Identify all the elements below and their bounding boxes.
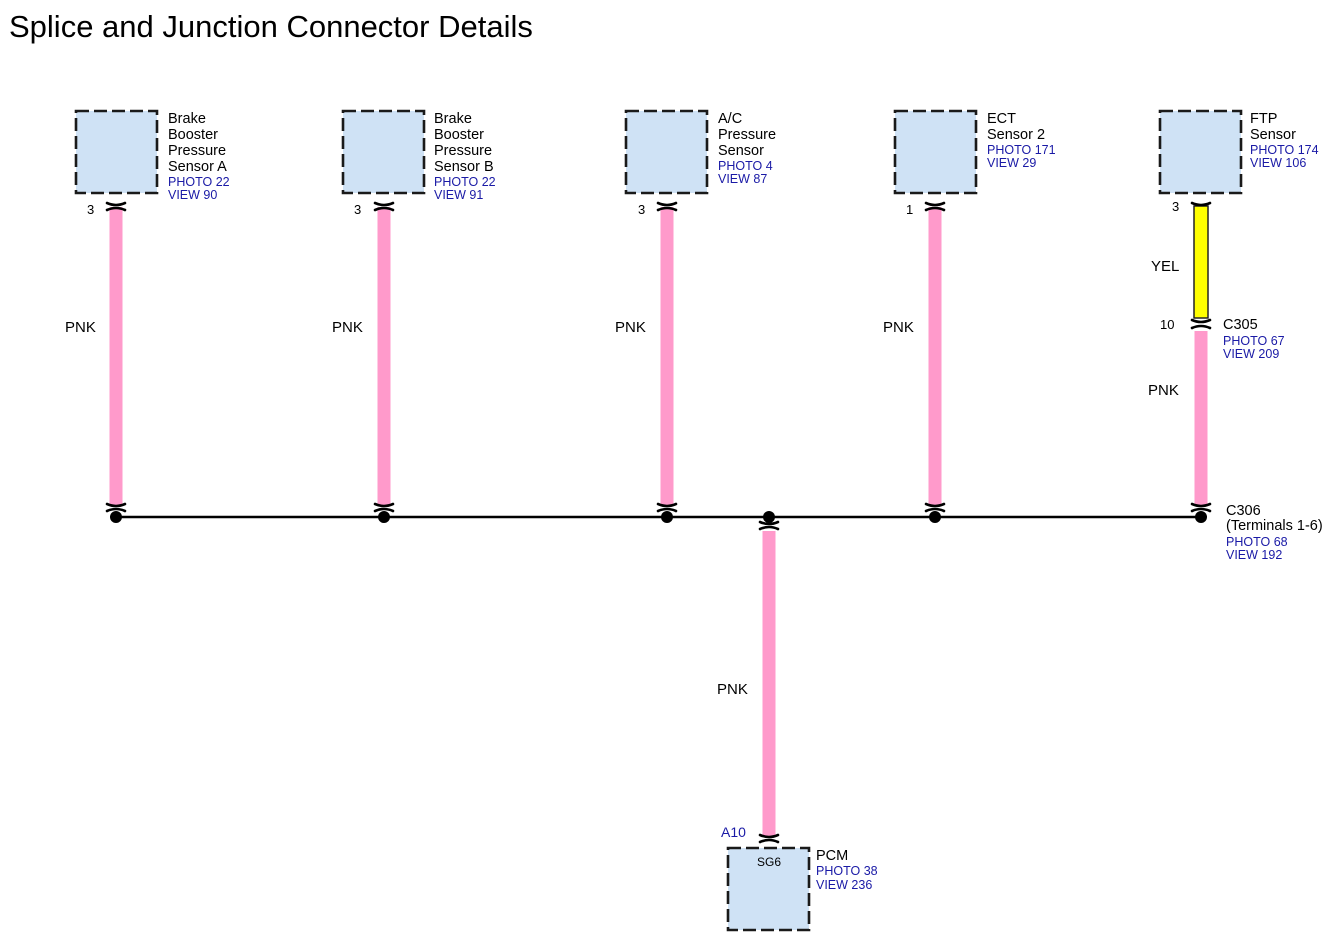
wire-color-label: PNK [332, 319, 363, 336]
terminal-cap [656, 502, 678, 508]
splice-dot [378, 511, 390, 523]
photo-link[interactable]: PHOTO 22 [434, 175, 496, 189]
component-name-line: A/C [718, 111, 742, 127]
splice-dot [1195, 511, 1207, 523]
terminal-cap [758, 838, 780, 844]
component-name: PCM [816, 848, 848, 864]
connector-box [1158, 109, 1243, 195]
connector-c305[interactable]: 10 C305 PHOTO 67 VIEW 209 [1160, 317, 1285, 361]
photo-link[interactable]: PHOTO 67 [1223, 334, 1285, 348]
pin-number: A10 [721, 824, 746, 840]
connector-terminals: (Terminals 1-6) [1226, 518, 1323, 534]
terminal-cap [373, 507, 395, 513]
terminal-cap [758, 833, 780, 839]
component-name-line: Sensor B [434, 159, 494, 175]
connector-name: C306 [1226, 503, 1261, 519]
terminal-cap [373, 502, 395, 508]
terminal-cap [105, 507, 127, 513]
terminal-id: SG6 [757, 855, 781, 869]
terminal-cap [105, 206, 127, 212]
terminal-cap [1190, 318, 1212, 324]
terminal-cap [1190, 502, 1212, 508]
view-link[interactable]: VIEW 91 [434, 188, 483, 202]
photo-link[interactable]: PHOTO 174 [1250, 143, 1319, 157]
connector-box [893, 109, 978, 195]
view-link[interactable]: VIEW 192 [1226, 548, 1282, 562]
wire-color-label: PNK [717, 681, 748, 698]
component-name-line: Brake [168, 111, 206, 127]
terminal-cap [656, 201, 678, 207]
component-brake-booster-pressure-sensor-a[interactable]: Brake Booster Pressure Sensor A PHOTO 22… [74, 109, 230, 217]
splice-dot [929, 511, 941, 523]
component-name-line: Sensor 2 [987, 127, 1045, 143]
wire-color-label: PNK [1148, 382, 1179, 399]
view-link[interactable]: VIEW 90 [168, 188, 217, 202]
component-name-line: Booster [168, 127, 218, 143]
wire-color-label: PNK [65, 319, 96, 336]
component-name-line: Sensor A [168, 159, 227, 175]
connector-name: C305 [1223, 317, 1258, 333]
component-name-line: Brake [434, 111, 472, 127]
photo-link[interactable]: PHOTO 171 [987, 143, 1056, 157]
component-name-line: Pressure [168, 143, 226, 159]
component-name-line: Sensor [1250, 127, 1296, 143]
wire-yel [1193, 205, 1209, 319]
connector-c306[interactable]: C306 (Terminals 1-6) PHOTO 68 VIEW 192 [1226, 503, 1323, 562]
terminal-cap [924, 201, 946, 207]
view-link[interactable]: VIEW 106 [1250, 156, 1306, 170]
terminal-cap [924, 206, 946, 212]
terminal-cap [373, 201, 395, 207]
photo-link[interactable]: PHOTO 4 [718, 159, 773, 173]
view-link[interactable]: VIEW 209 [1223, 347, 1279, 361]
wire-color-label: PNK [615, 319, 646, 336]
component-name-line: ECT [987, 111, 1016, 127]
terminal-cap [105, 201, 127, 207]
pin-number: 3 [1172, 199, 1179, 214]
terminal-cap [758, 520, 780, 526]
terminal-cap [1190, 324, 1212, 330]
wire-color-label: PNK [883, 319, 914, 336]
photo-link[interactable]: PHOTO 68 [1226, 535, 1288, 549]
splice-dot [661, 511, 673, 523]
pin-number: 1 [906, 202, 913, 217]
pin-number: 3 [354, 202, 361, 217]
component-brake-booster-pressure-sensor-b[interactable]: Brake Booster Pressure Sensor B PHOTO 22… [341, 109, 496, 217]
component-ac-pressure-sensor[interactable]: A/C Pressure Sensor PHOTO 4 VIEW 87 3 [624, 109, 776, 217]
component-ftp-sensor[interactable]: FTP Sensor PHOTO 174 VIEW 106 3 [1158, 109, 1319, 214]
view-link[interactable]: VIEW 87 [718, 172, 767, 186]
terminal-cap [105, 502, 127, 508]
splice-dot [763, 511, 775, 523]
component-name-line: Booster [434, 127, 484, 143]
terminal-cap [924, 502, 946, 508]
terminal-cap [1190, 507, 1212, 513]
connector-box [624, 109, 709, 195]
pin-number: 3 [638, 202, 645, 217]
pin-number: 3 [87, 202, 94, 217]
wire-color-label: YEL [1151, 258, 1179, 275]
splice-dot [110, 511, 122, 523]
view-link[interactable]: VIEW 236 [816, 878, 872, 892]
connector-box [726, 846, 811, 932]
terminal-cap [656, 206, 678, 212]
view-link[interactable]: VIEW 29 [987, 156, 1036, 170]
component-name-line: Sensor [718, 143, 764, 159]
terminal-cap [373, 206, 395, 212]
terminal-cap [924, 507, 946, 513]
component-ect-sensor-2[interactable]: ECT Sensor 2 PHOTO 171 VIEW 29 1 [893, 109, 1056, 217]
component-name-line: FTP [1250, 111, 1277, 127]
component-name-line: Pressure [434, 143, 492, 159]
component-name-line: Pressure [718, 127, 776, 143]
connector-box [341, 109, 426, 195]
component-pcm[interactable]: A10 SG6 PCM PHOTO 38 VIEW 236 [721, 824, 878, 932]
connector-box [74, 109, 159, 195]
photo-link[interactable]: PHOTO 22 [168, 175, 230, 189]
terminal-cap [1190, 201, 1212, 207]
photo-link[interactable]: PHOTO 38 [816, 864, 878, 878]
page-title: Splice and Junction Connector Details [9, 9, 533, 44]
terminal-cap [656, 507, 678, 513]
terminal-cap [758, 525, 780, 531]
pin-number: 10 [1160, 317, 1174, 332]
